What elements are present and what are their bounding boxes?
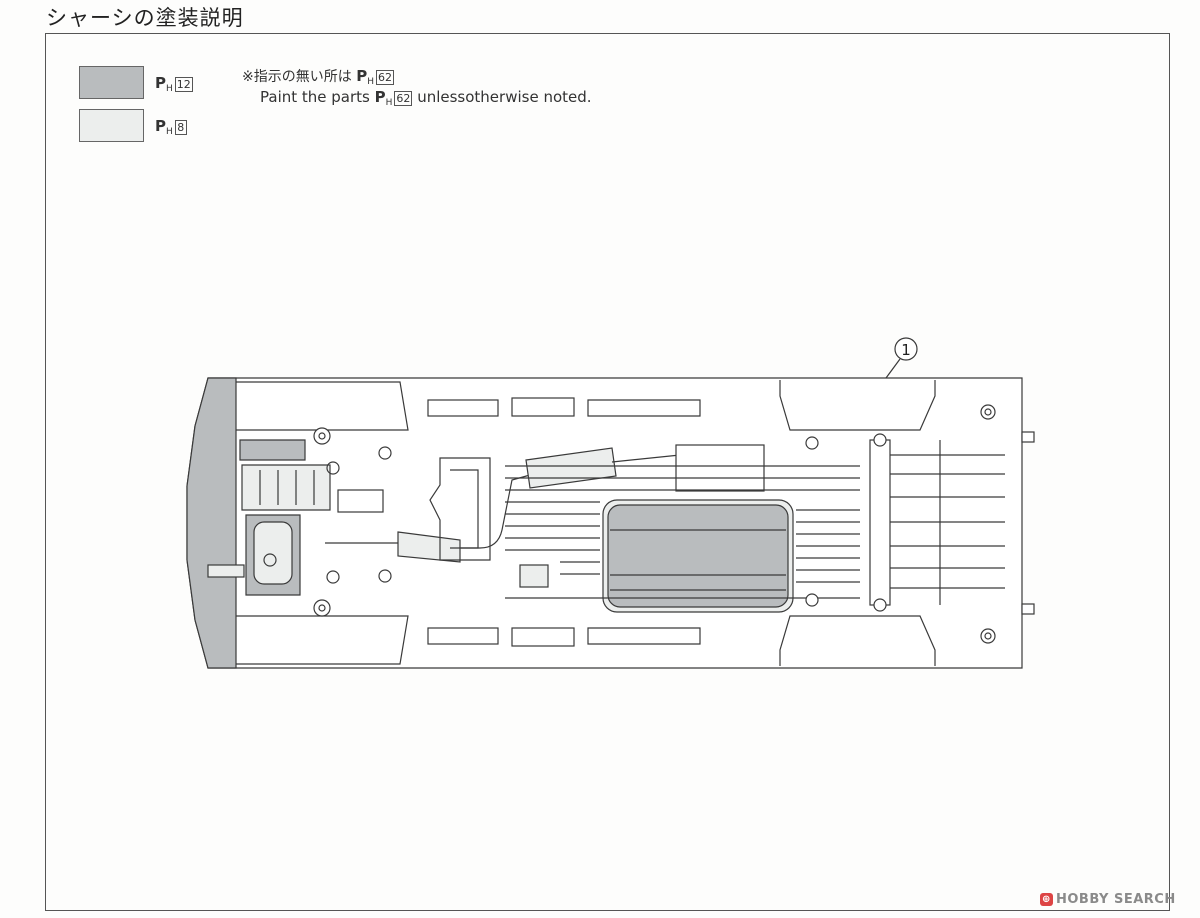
paint-code-prefix: P <box>155 117 166 135</box>
note-en-before: Paint the parts <box>260 88 370 106</box>
center-tunnel <box>429 457 549 588</box>
watermark: ⊕HOBBY SEARCH <box>1040 892 1176 907</box>
paint-code-number: 62 <box>375 70 394 85</box>
paint-code-number: 62 <box>394 91 413 106</box>
part-number-label: 1 <box>901 341 911 359</box>
exhaust-system <box>325 444 765 563</box>
front-suspension <box>207 427 392 617</box>
color-swatch-dark <box>79 66 144 99</box>
paint-code-prefix: P <box>374 88 386 106</box>
part-callout: 1 <box>885 337 918 379</box>
fuel-tank <box>602 499 794 613</box>
note-jp-text: ※指示の無い所は <box>242 69 352 85</box>
paint-code-prefix: P <box>356 67 368 85</box>
color-swatch-light <box>79 109 144 142</box>
paint-code-prefix: P <box>155 74 166 92</box>
side-sills <box>427 397 701 647</box>
paint-code-sub: H <box>166 127 173 137</box>
paint-code-sub: H <box>367 77 374 87</box>
note-en-after: unlessotherwise noted. <box>417 88 592 106</box>
page-title: シャーシの塗装説明 <box>46 6 244 30</box>
floor-ribs <box>505 465 860 599</box>
instruction-frame <box>45 33 1170 911</box>
watermark-logo-icon: ⊕ <box>1040 893 1053 906</box>
watermark-text: HOBBY SEARCH <box>1056 892 1176 907</box>
paint-code-number: 8 <box>174 120 187 135</box>
rear-frame <box>805 404 1035 644</box>
paint-code-sub: H <box>166 84 173 94</box>
paint-code-sub: H <box>385 98 393 108</box>
paint-code-number: 12 <box>174 77 193 92</box>
